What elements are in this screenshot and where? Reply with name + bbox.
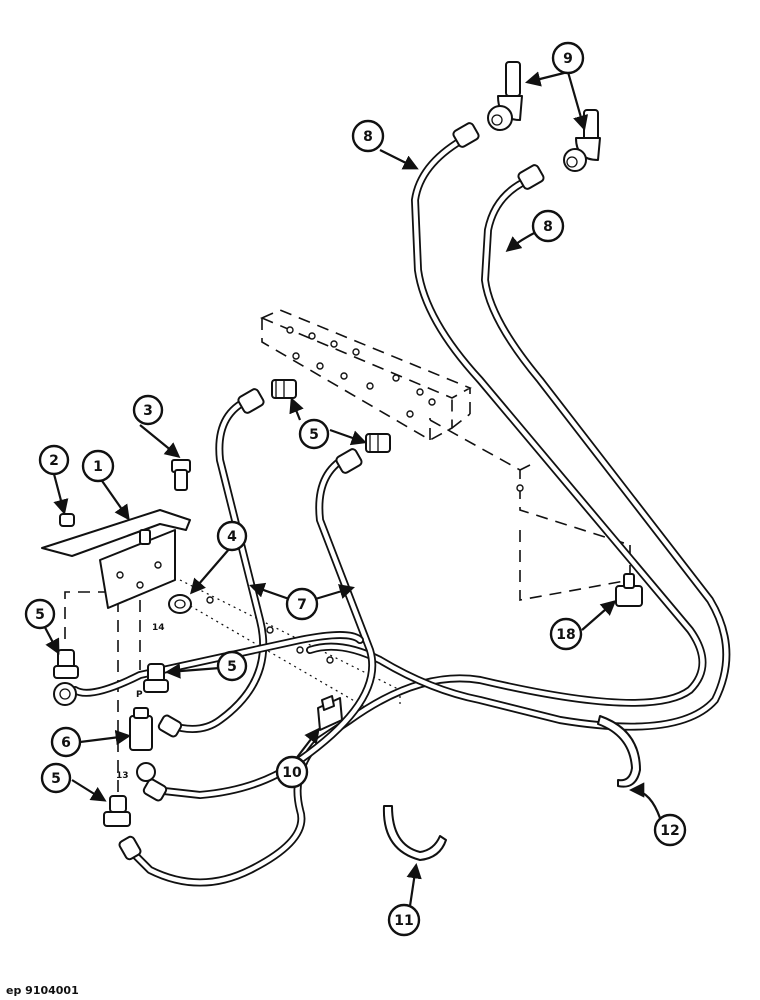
svg-text:10: 10	[282, 765, 302, 781]
svg-text:12: 12	[660, 823, 679, 839]
callout-3: 3	[132, 394, 164, 426]
svg-text:4: 4	[227, 529, 237, 545]
adaptor-5-middle	[365, 433, 391, 453]
check-valve-6	[129, 707, 156, 782]
elbow-connector-left	[53, 682, 77, 706]
callout-8-upper: 8	[351, 119, 385, 153]
callout-2: 2	[38, 444, 70, 476]
callout-4: 4	[216, 520, 248, 552]
bracket-1	[41, 509, 191, 609]
clamp-block-10	[317, 695, 343, 731]
drawing-reference: ep 9104001	[6, 984, 79, 997]
valve-block-ports	[286, 326, 436, 418]
port-labels: 14 P 13	[116, 623, 165, 781]
svg-text:6: 6	[61, 735, 71, 751]
leader-lines	[39, 70, 662, 907]
strap-12	[597, 715, 641, 788]
alignment-lines	[64, 560, 141, 800]
callout-7: 7	[285, 587, 319, 621]
svg-text:11: 11	[394, 913, 413, 929]
mounting-plate-outline	[179, 579, 401, 711]
svg-text:18: 18	[556, 627, 575, 643]
callout-8-lower: 8	[531, 209, 565, 243]
svg-text:7: 7	[297, 597, 307, 613]
adaptor-5-centre	[143, 663, 169, 693]
port-label-14: 14	[152, 623, 165, 633]
nut-2	[59, 513, 75, 527]
callout-6: 6	[50, 726, 82, 758]
pipe-8-upper	[126, 136, 707, 887]
pipe-7-right	[151, 454, 377, 799]
adaptor-5-upper	[271, 379, 297, 399]
svg-text:8: 8	[363, 129, 373, 145]
svg-text:5: 5	[309, 427, 319, 443]
pipe-8-lower	[306, 176, 731, 731]
callout-5-left: 5	[24, 598, 56, 630]
callout-1: 1	[81, 449, 115, 483]
valve-block-outline	[259, 309, 472, 441]
svg-text:5: 5	[227, 659, 237, 675]
port-label-13: 13	[116, 771, 129, 781]
callout-5-lower: 5	[40, 762, 72, 794]
svg-text:3: 3	[143, 403, 153, 419]
callout-5-upper: 5	[298, 418, 330, 450]
strap-11	[382, 805, 447, 861]
adaptor-5-left	[53, 649, 79, 679]
pipe-end-nuts	[118, 122, 545, 861]
grommet-4	[168, 594, 192, 614]
svg-text:1: 1	[93, 459, 103, 475]
pipe-7-left	[166, 396, 268, 733]
port-label-p: P	[136, 690, 143, 700]
callout-12: 12	[653, 813, 687, 847]
frame-member-outline	[429, 419, 631, 601]
svg-text:9: 9	[563, 51, 573, 67]
callout-10: 10	[275, 755, 309, 789]
bolt-3	[171, 459, 191, 491]
svg-text:2: 2	[49, 453, 59, 469]
svg-text:5: 5	[35, 607, 45, 623]
callout-9: 9	[551, 41, 585, 75]
pipe-left-elbow	[71, 631, 364, 697]
elbow-fitting-9-left	[487, 61, 523, 131]
clamp-block-18	[615, 573, 643, 607]
svg-text:8: 8	[543, 219, 553, 235]
adaptor-5-lower	[103, 795, 131, 827]
callout-18: 18	[549, 617, 583, 651]
callout-11: 11	[387, 903, 421, 937]
svg-text:5: 5	[51, 771, 61, 787]
callout-5-centre: 5	[216, 650, 248, 682]
